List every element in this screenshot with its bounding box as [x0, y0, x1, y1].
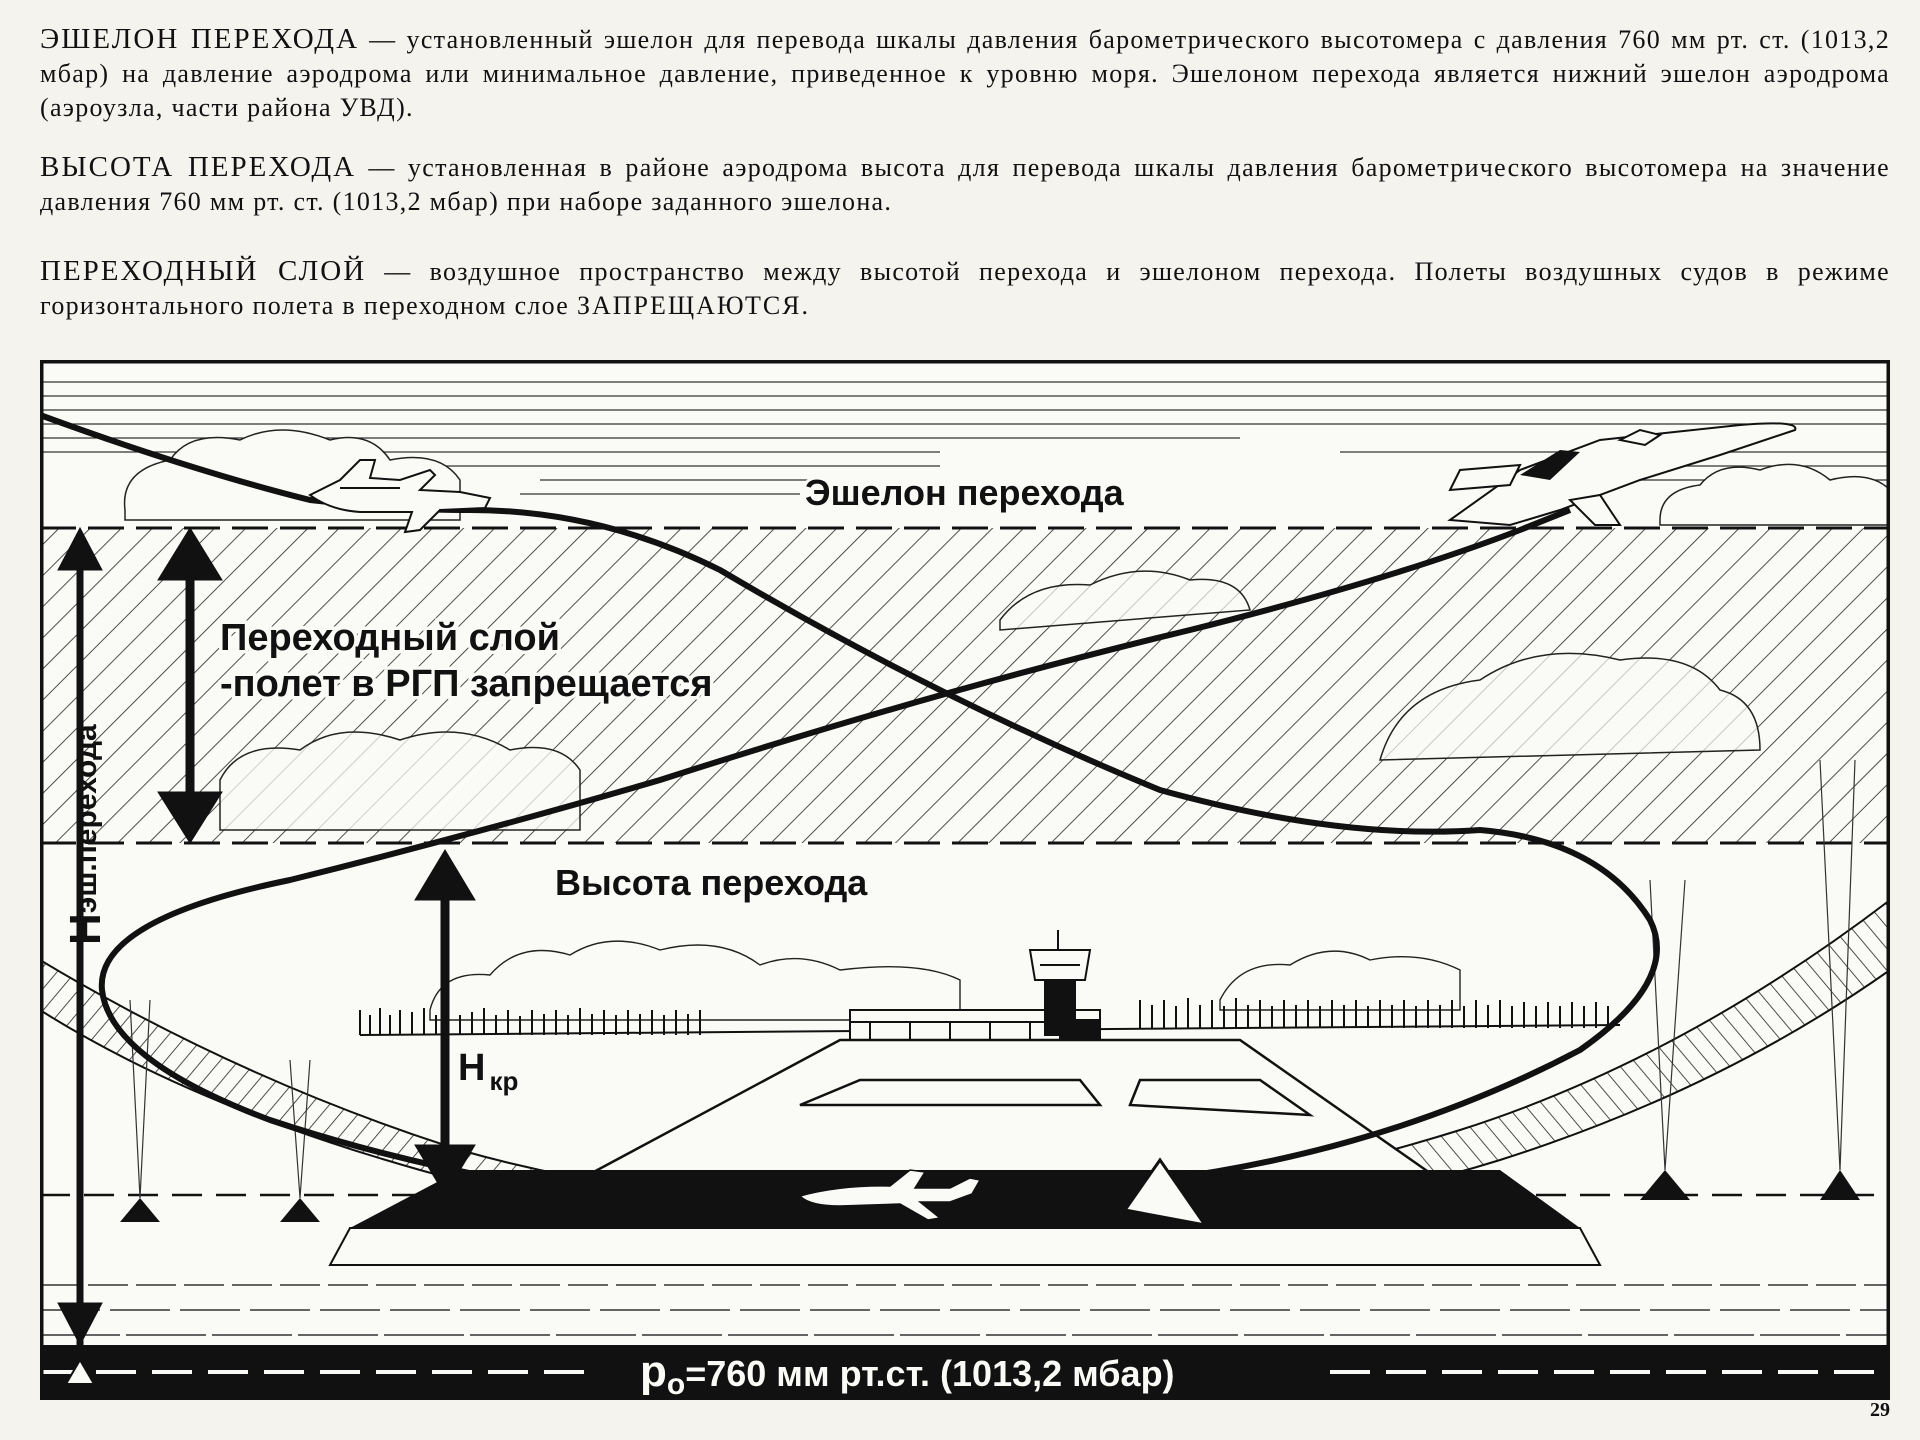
standard-pressure-label: ро=760 мм рт.ст. (1013,2 мбар) [640, 1347, 1175, 1400]
h-circle-arrow [414, 849, 476, 1196]
definition-term: ЭШЕЛОН ПЕРЕХОДА [40, 23, 360, 55]
cloud [999, 570, 1251, 631]
definition-transition-level: ЭШЕЛОН ПЕРЕХОДА — установленный эшелон д… [40, 22, 1890, 125]
climb-flight-path [98, 507, 1572, 1218]
horizon-clouds [1219, 950, 1461, 1011]
definition-transition-layer: ПЕРЕХОДНЫЙ СЛОЙ — воздушное пространство… [40, 254, 1890, 323]
descent-arrow [1122, 1157, 1209, 1228]
transition-diagram: Нэш.перехода Нкр Эшелон перехода Переход… [40, 360, 1890, 1400]
horizon-clouds [429, 940, 961, 1021]
definition-transition-altitude: ВЫСОТА ПЕРЕХОДА — установленная в районе… [40, 150, 1890, 219]
definition-emphasis: ЗАПРЕЩАЮТСЯ. [576, 291, 811, 320]
climbing-aircraft [1447, 422, 1797, 527]
marker-beams [129, 759, 1856, 1199]
control-tower [1028, 930, 1092, 1036]
marker-beacons [120, 1170, 1860, 1222]
cloud [1659, 463, 1890, 526]
definition-term: ВЫСОТА ПЕРЕХОДА [40, 151, 357, 183]
page-number: 29 [1870, 1399, 1890, 1421]
cloud [1378, 652, 1761, 761]
definition-text: — воздушное пространство между высотой п… [40, 257, 1890, 320]
definition-text: — установленный эшелон для перевода шкал… [40, 25, 1890, 122]
h-transition-level-arrow [57, 526, 103, 1347]
transition-altitude-label: Высота перехода [555, 862, 868, 903]
transition-layer-label-line2: -полет в РГП запрещается [220, 663, 713, 705]
cloud [219, 731, 581, 831]
h-transition-level-label: Нэш.перехода [61, 724, 110, 945]
definition-text: — установленная в районе аэродрома высот… [40, 153, 1890, 216]
runway-aircraft [798, 1169, 982, 1221]
descending-aircraft [308, 459, 492, 534]
transition-layer-label-line1: Переходный слой [220, 617, 560, 659]
transition-level-label: Эшелон перехода [805, 472, 1125, 513]
transition-layer-arrow [157, 527, 223, 844]
ground-lines [40, 1284, 1890, 1336]
runway [350, 1170, 1580, 1228]
definition-term: ПЕРЕХОДНЫЙ СЛОЙ [40, 255, 367, 287]
